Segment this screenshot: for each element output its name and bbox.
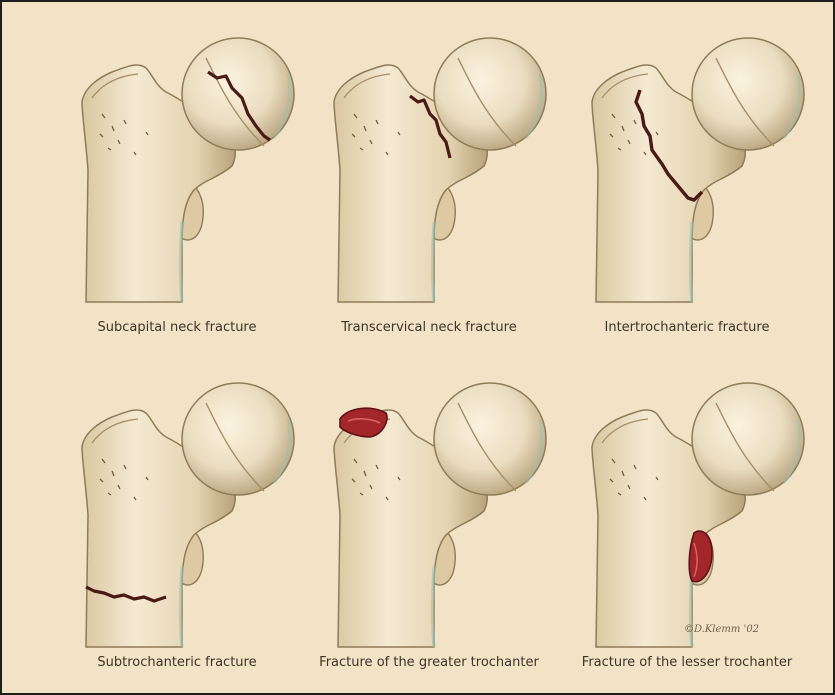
femur-illustration bbox=[42, 347, 312, 657]
caption-subcapital: Subcapital neck fracture bbox=[42, 320, 312, 335]
caption-intertrochanteric: Intertrochanteric fracture bbox=[552, 320, 822, 335]
femur-illustration bbox=[552, 347, 822, 657]
panel-greater-trochanter: Fracture of the greater trochanter bbox=[294, 347, 564, 692]
panel-transcervical: Transcervical neck fracture bbox=[294, 2, 564, 347]
caption-greater-trochanter: Fracture of the greater trochanter bbox=[294, 655, 564, 670]
femur-illustration bbox=[42, 2, 312, 312]
caption-subtrochanteric: Subtrochanteric fracture bbox=[42, 655, 312, 670]
panel-lesser-trochanter: Fracture of the lesser trochanter bbox=[552, 347, 822, 692]
panel-intertrochanteric: Intertrochanteric fracture bbox=[552, 2, 822, 347]
caption-lesser-trochanter: Fracture of the lesser trochanter bbox=[552, 655, 822, 670]
femur-illustration bbox=[294, 347, 564, 657]
copyright-signature: ©D.Klemm '02 bbox=[684, 624, 759, 635]
panel-subcapital: Subcapital neck fracture bbox=[42, 2, 312, 347]
caption-transcervical: Transcervical neck fracture bbox=[294, 320, 564, 335]
femur-illustration bbox=[552, 2, 822, 312]
panel-subtrochanteric: Subtrochanteric fracture bbox=[42, 347, 312, 692]
femur-illustration bbox=[294, 2, 564, 312]
